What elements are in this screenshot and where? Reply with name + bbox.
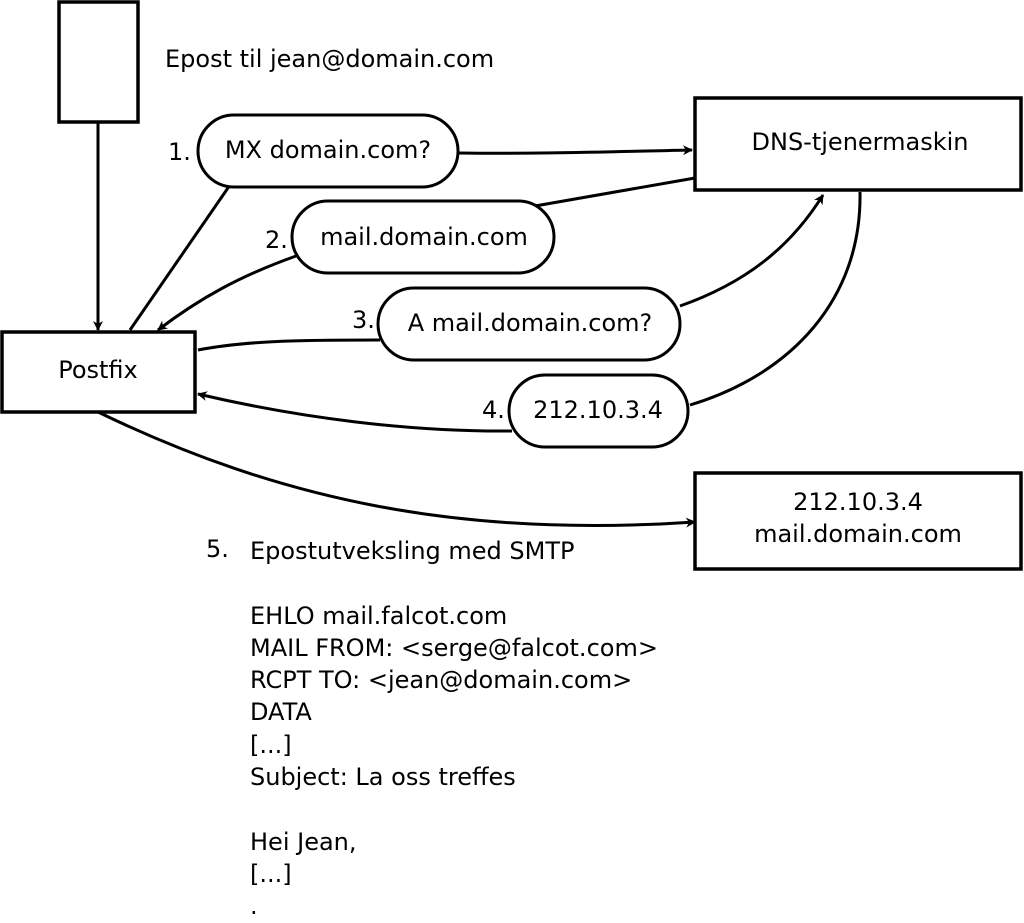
smtp-line	[250, 567, 658, 599]
step-1: 1. MX domain.com?	[168, 113, 460, 189]
edge-step3-to-dns	[679, 194, 825, 308]
mail-server-node: 212.10.3.4 mail.domain.com	[693, 471, 1023, 571]
edge-postfix-to-step3	[197, 338, 381, 352]
email-caption: Epost til jean@domain.com	[165, 45, 494, 73]
edge-step2-to-postfix	[157, 254, 297, 332]
edge-step1-to-dns	[457, 145, 693, 156]
smtp-exchange-text: Epostutveksling med SMTP EHLO mail.falco…	[250, 535, 658, 923]
dns-server-label: DNS-tjenermaskin	[752, 128, 969, 156]
smtp-line: EHLO mail.falcot.com	[250, 601, 508, 630]
edge-dns-to-step2	[534, 176, 696, 208]
step-4: 4. 212.10.3.4	[482, 373, 690, 449]
step-label: A mail.domain.com?	[408, 309, 653, 337]
dns-server-node: DNS-tjenermaskin	[693, 96, 1023, 192]
step-label: 212.10.3.4	[533, 396, 663, 424]
step-number: 3.	[352, 306, 375, 334]
smtp-line: RCPT TO: <jean@domain.com>	[250, 666, 633, 695]
step-2: 2. mail.domain.com	[265, 199, 556, 275]
postfix-node: Postfix	[0, 330, 197, 414]
mail-server-name: mail.domain.com	[754, 520, 962, 548]
step-3: 3. A mail.domain.com?	[352, 286, 682, 362]
step-number: 2.	[265, 226, 288, 254]
step-number: 1.	[168, 138, 191, 166]
edge-postfix-to-step1	[128, 184, 232, 331]
smtp-line: Subject: La oss treffes	[250, 763, 516, 792]
edge-dns-to-step4	[689, 191, 862, 407]
step-label: mail.domain.com	[320, 223, 528, 251]
smtp-line: DATA	[250, 698, 312, 727]
smtp-line: Hei Jean,	[250, 827, 357, 856]
smtp-line	[250, 793, 658, 825]
smtp-line: .	[250, 892, 258, 921]
smtp-line: [...]	[250, 730, 292, 759]
email-client-box	[57, 0, 140, 124]
smtp-line: MAIL FROM: <serge@falcot.com>	[250, 633, 658, 662]
step-label: MX domain.com?	[225, 136, 431, 164]
edge-step4-to-postfix	[197, 391, 513, 433]
mail-server-ip: 212.10.3.4	[793, 488, 923, 516]
postfix-label: Postfix	[58, 356, 138, 384]
edge-postfix-to-mail-server	[97, 410, 696, 528]
step-number: 4.	[482, 396, 505, 424]
smtp-title: Epostutveksling med SMTP	[250, 537, 575, 565]
smtp-step-number: 5.	[206, 535, 229, 563]
smtp-line: [...]	[250, 859, 292, 888]
